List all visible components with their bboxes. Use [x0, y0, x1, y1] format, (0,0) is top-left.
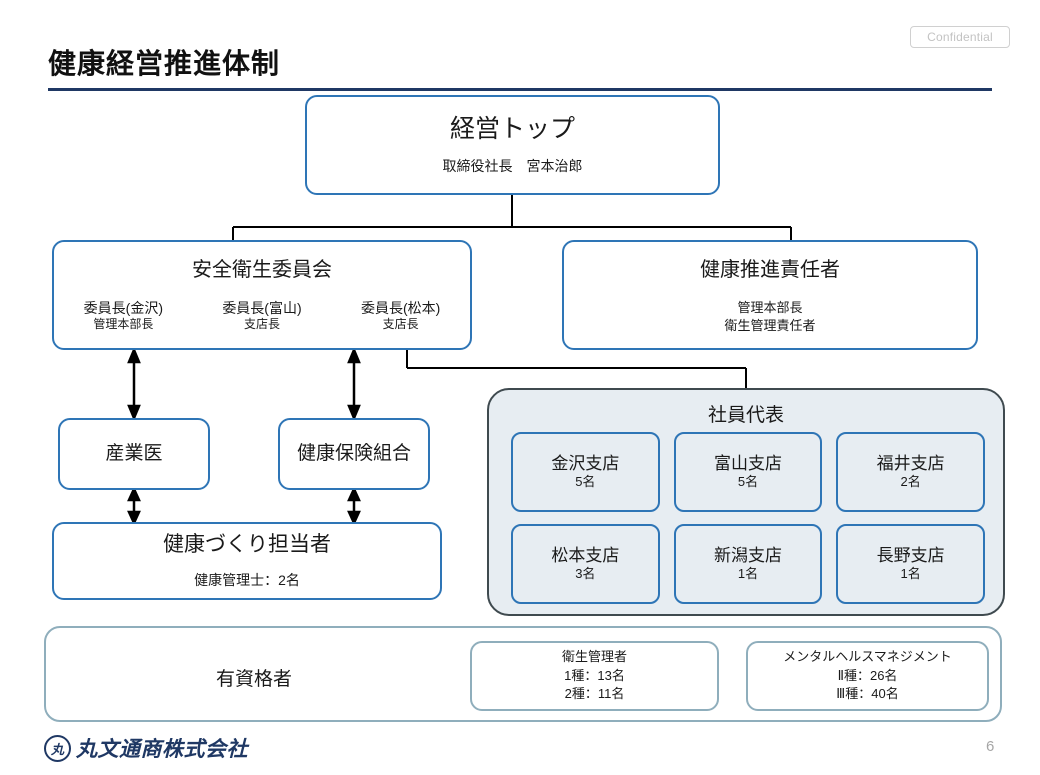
branch-name: 金沢支店 — [551, 453, 620, 473]
qualified-title: 有資格者 — [216, 669, 293, 690]
node-occupational-physician[interactable]: 産業医 — [58, 418, 210, 490]
branch-count: 1名 — [900, 566, 921, 582]
branch-count: 3名 — [575, 566, 596, 582]
branch-box-toyama[interactable]: 富山支店 5名 — [673, 432, 823, 512]
health-insurance-title: 健康保険組合 — [296, 443, 411, 465]
branch-count: 1名 — [737, 566, 759, 582]
health-promotion-staff-subtitle: 健康管理士：2名 — [194, 571, 300, 588]
node-safety-health-committee[interactable]: 安全衛生委員会 委員長(金沢) 管理本部長 委員長(富山) 支店長 委員長(松本… — [52, 240, 472, 350]
qualified-heading: 衛生管理者 — [561, 648, 627, 664]
qualified-line: Ⅲ種：40名 — [836, 686, 899, 702]
committee-title: 安全衛生委員会 — [192, 259, 332, 281]
group-qualified-personnel: 有資格者 衛生管理者 1種：13名 2種：11名 メンタルヘルスマネジメント Ⅱ… — [44, 626, 1002, 722]
qualified-heading: メンタルヘルスマネジメント — [783, 648, 952, 664]
qualified-line: 2種：11名 — [564, 686, 625, 702]
branch-box-niigata[interactable]: 新潟支店 1名 — [673, 524, 823, 604]
branch-name: 松本支店 — [551, 545, 620, 565]
group-employee-representatives: 社員代表 金沢支店 5名 富山支店 5名 福井支店 2名 松本支店 3名 新潟支… — [487, 388, 1005, 616]
branch-name: 福井支店 — [876, 453, 945, 473]
node-health-promotion-officer[interactable]: 健康推進責任者 管理本部長 衛生管理責任者 — [562, 240, 978, 350]
employee-representatives-title: 社員代表 — [707, 405, 784, 426]
qualified-line: Ⅱ種：26名 — [837, 667, 898, 683]
branch-count: 5名 — [737, 474, 759, 490]
page-title: 健康経営推進体制 — [48, 48, 281, 79]
page-number: 6 — [986, 738, 995, 755]
top-management-subtitle: 取締役社長 宮本治郎 — [442, 158, 583, 175]
committee-member-role: 支店長 — [382, 317, 419, 332]
occupational-physician-title: 産業医 — [105, 443, 163, 465]
committee-member: 委員長(金沢) 管理本部長 — [84, 299, 163, 333]
company-name: 丸文通商株式会社 — [76, 738, 248, 761]
branch-box-nagano[interactable]: 長野支店 1名 — [836, 524, 985, 604]
qualified-line: 1種：13名 — [564, 667, 625, 683]
branch-box-matsumoto[interactable]: 松本支店 3名 — [511, 524, 660, 604]
health-officer-line2: 衛生管理責任者 — [724, 317, 816, 333]
health-promotion-staff-title: 健康づくり担当者 — [163, 533, 331, 557]
node-top-management[interactable]: 経営トップ 取締役社長 宮本治郎 — [305, 95, 720, 195]
qualified-box-mental-health-management[interactable]: メンタルヘルスマネジメント Ⅱ種：26名 Ⅲ種：40名 — [746, 641, 989, 711]
node-health-insurance-association[interactable]: 健康保険組合 — [278, 418, 430, 490]
committee-member-name: 委員長(金沢) — [83, 300, 163, 316]
logo-mark-icon: 丸 — [44, 734, 71, 762]
branch-box-kanazawa[interactable]: 金沢支店 5名 — [511, 432, 660, 512]
committee-member-role: 管理本部長 — [93, 317, 154, 332]
node-health-promotion-staff[interactable]: 健康づくり担当者 健康管理士：2名 — [52, 522, 442, 600]
committee-member-name: 委員長(松本) — [360, 300, 441, 316]
committee-member: 委員長(松本) 支店長 — [361, 299, 440, 333]
branch-name: 長野支店 — [876, 545, 945, 565]
committee-member-role: 支店長 — [243, 317, 280, 332]
title-underline — [48, 88, 992, 91]
branch-box-fukui[interactable]: 福井支店 2名 — [836, 432, 985, 512]
qualified-box-hygiene-manager[interactable]: 衛生管理者 1種：13名 2種：11名 — [470, 641, 719, 711]
top-management-title: 経営トップ — [449, 114, 575, 143]
health-officer-line1: 管理本部長 — [737, 300, 803, 315]
branch-name: 新潟支店 — [713, 545, 782, 565]
health-officer-title: 健康推進責任者 — [700, 259, 840, 281]
committee-member-list: 委員長(金沢) 管理本部長 委員長(富山) 支店長 委員長(松本) 支店長 — [54, 299, 470, 333]
branch-count: 2名 — [900, 474, 921, 490]
branch-grid: 金沢支店 5名 富山支店 5名 福井支店 2名 松本支店 3名 新潟支店 1名 … — [511, 432, 985, 604]
committee-member: 委員長(富山) 支店長 — [222, 299, 301, 333]
branch-count: 5名 — [575, 474, 596, 490]
committee-member-name: 委員長(富山) — [222, 300, 302, 316]
confidential-badge: Confidential — [910, 26, 1010, 48]
company-logo: 丸 丸文通商株式会社 — [44, 733, 248, 763]
branch-name: 富山支店 — [713, 453, 782, 473]
